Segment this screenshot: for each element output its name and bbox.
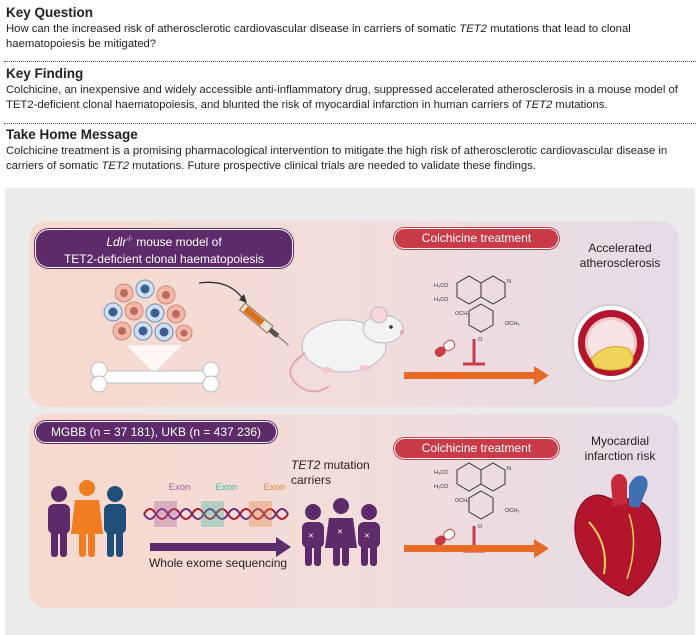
svg-text:N: N bbox=[507, 279, 511, 285]
person-icon bbox=[71, 480, 103, 557]
svg-text:OCH₃: OCH₃ bbox=[505, 508, 519, 514]
outcome-label: Myocardial infarction risk bbox=[584, 434, 656, 463]
exon-highlight bbox=[201, 501, 224, 527]
human-panel-illustration: ✕ ✕ ✕ H₃CO H₃CO OCH₃ N bbox=[48, 462, 662, 597]
cohort-label: MGBB (n = 37 181), UKB (n = 437 236) bbox=[35, 421, 277, 443]
mouse-model-label: Ldlr-/- mouse model of TET2-deficient cl… bbox=[35, 229, 293, 268]
svg-text:OCH₃: OCH₃ bbox=[455, 311, 469, 317]
pill-icon bbox=[434, 528, 456, 547]
person-icon bbox=[104, 486, 126, 557]
svg-text:OCH₃: OCH₃ bbox=[505, 321, 519, 327]
artery-cross-section-icon bbox=[572, 304, 650, 382]
svg-text:H₃CO: H₃CO bbox=[434, 297, 449, 303]
svg-text:H₃CO: H₃CO bbox=[434, 283, 449, 289]
carrier-icon: ✕ bbox=[358, 504, 380, 566]
key-finding-section: Key Finding Colchicine, an inexpensive a… bbox=[6, 66, 694, 113]
svg-text:N: N bbox=[507, 466, 511, 472]
spotlight-icon bbox=[126, 345, 182, 373]
human-cohort-panel: MGBB (n = 37 181), UKB (n = 437 236) bbox=[29, 414, 679, 608]
svg-text:O: O bbox=[478, 524, 483, 530]
cell-cluster-icon bbox=[103, 279, 193, 342]
sequencing-label: Whole exome sequencing bbox=[148, 556, 288, 570]
colchicine-structure-icon: H₃CO H₃CO OCH₃ N OCH₃ O bbox=[434, 275, 519, 343]
take-home-heading: Take Home Message bbox=[6, 127, 138, 142]
carrier-icon: ✕ bbox=[325, 498, 357, 566]
person-icon bbox=[48, 486, 70, 557]
key-question-text: How can the increased risk of atheroscle… bbox=[6, 23, 631, 50]
mouse-model-panel: Ldlr-/- mouse model of TET2-deficient cl… bbox=[29, 221, 679, 407]
svg-text:✕: ✕ bbox=[308, 533, 314, 540]
take-home-section: Take Home Message Colchicine treatment i… bbox=[6, 127, 694, 174]
svg-text:✕: ✕ bbox=[364, 533, 370, 540]
mouse-panel-illustration: H₃CO H₃CO OCH₃ N OCH₃ O bbox=[90, 275, 650, 393]
exon-highlight bbox=[154, 501, 177, 527]
treatment-label: Colchicine treatment bbox=[394, 228, 559, 249]
progression-arrow-icon bbox=[404, 545, 534, 552]
divider bbox=[4, 61, 696, 62]
curved-arrow-icon bbox=[198, 281, 244, 300]
svg-text:OCH₃: OCH₃ bbox=[455, 498, 469, 504]
mouse-icon bbox=[289, 306, 404, 393]
treatment-label: Colchicine treatment bbox=[394, 438, 559, 459]
graphical-abstract: Ldlr-/- mouse model of TET2-deficient cl… bbox=[5, 188, 695, 635]
sequencing-arrow-icon bbox=[150, 543, 276, 551]
key-question-heading: Key Question bbox=[6, 5, 94, 20]
svg-text:H₃CO: H₃CO bbox=[434, 484, 449, 490]
exon-label: Exon bbox=[215, 482, 238, 493]
dna-strand-icon bbox=[143, 501, 289, 527]
key-finding-text: Colchicine, an inexpensive and widely ac… bbox=[6, 84, 678, 111]
key-finding-heading: Key Finding bbox=[6, 66, 84, 81]
take-home-text: Colchicine treatment is a promising phar… bbox=[6, 145, 668, 172]
outcome-label: Accelerated atherosclerosis bbox=[579, 241, 661, 270]
exon-highlight bbox=[249, 501, 272, 527]
carriers-label: TET2 mutation carriers bbox=[291, 458, 370, 487]
divider bbox=[4, 123, 696, 124]
syringe-icon bbox=[238, 302, 289, 346]
svg-text:H₃CO: H₃CO bbox=[434, 470, 449, 476]
carrier-icon: ✕ bbox=[302, 504, 324, 566]
bone-icon bbox=[90, 361, 220, 393]
heart-icon bbox=[574, 473, 662, 597]
svg-text:✕: ✕ bbox=[337, 529, 343, 536]
progression-arrow-icon bbox=[404, 372, 534, 379]
key-question-section: Key Question How can the increased risk … bbox=[6, 5, 694, 52]
exon-label: Exon bbox=[168, 482, 191, 493]
svg-text:O: O bbox=[478, 337, 483, 343]
exon-label: Exon bbox=[263, 482, 286, 493]
pill-icon bbox=[434, 339, 456, 358]
colchicine-structure-icon: H₃CO H₃CO OCH₃ N OCH₃ O bbox=[434, 462, 519, 530]
